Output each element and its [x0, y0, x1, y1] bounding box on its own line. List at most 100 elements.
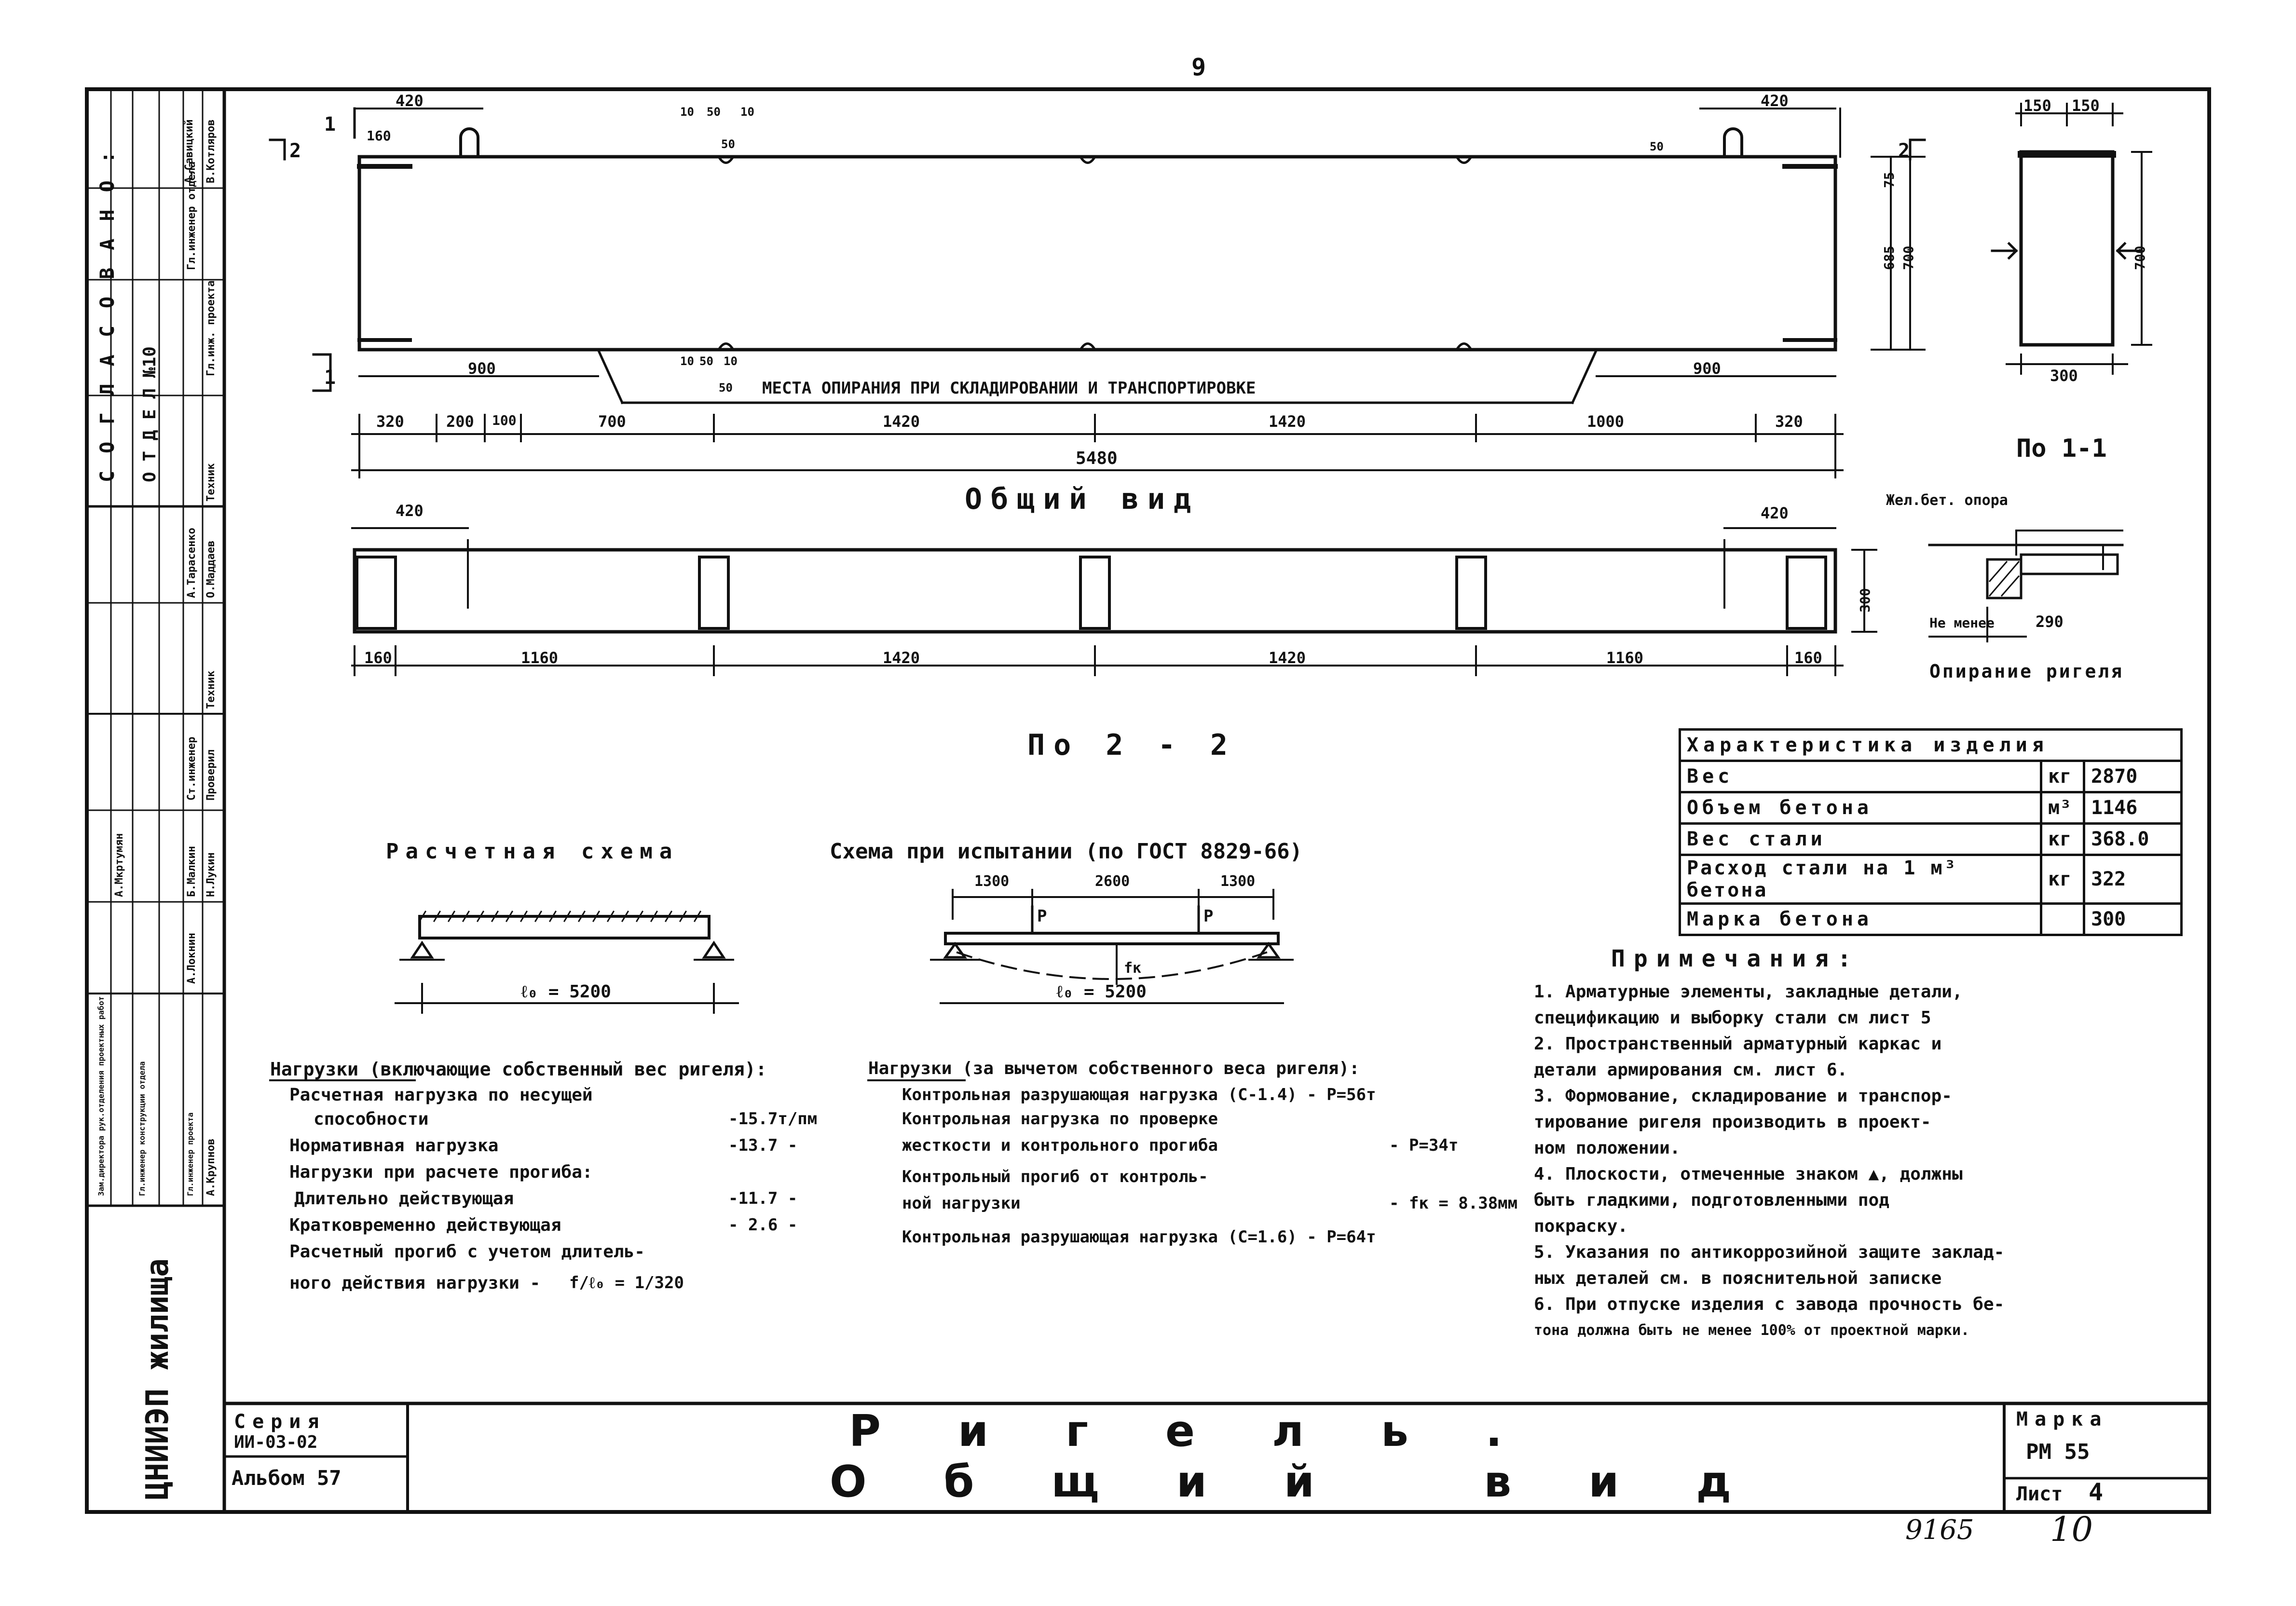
- approval-name-2: В.Котляров: [205, 119, 217, 183]
- section-mark-1-top: 1: [324, 113, 336, 136]
- sec11-label: По 1-1: [2016, 434, 2107, 463]
- plan-view-label: По 2 - 2: [1027, 728, 1236, 762]
- note-line-4: 3. Формование, складирование и транспор-: [1534, 1086, 1952, 1106]
- note-line-8: быть гладкими, подготовленными под: [1534, 1190, 1889, 1210]
- main-view-label: Общий вид: [965, 482, 1200, 516]
- main-dim-top-3: 10: [740, 105, 754, 119]
- plan-dim-bottom-5: 160: [1794, 649, 1822, 667]
- approval-name-5: Б.Малкин: [186, 846, 198, 897]
- loads-right-line-5: Контрольная разрушающая нагрузка (C=1.6)…: [902, 1227, 1376, 1247]
- approval-role-3: Техник: [205, 463, 217, 502]
- main-dim-top-8: 420: [1761, 92, 1789, 110]
- plan-dim-bottom-2: 1420: [883, 649, 920, 667]
- loads-left-line-7: ного действия нагрузки -: [289, 1273, 541, 1293]
- char-value-4: 300: [2083, 902, 2183, 936]
- main-height-0: 75: [1881, 172, 1897, 188]
- approval-dept: О Т Д Е Л №10: [140, 346, 160, 482]
- main-dim-bottom-4: 50: [719, 381, 733, 395]
- note-line-2: 2. Пространственный арматурный каркас и: [1534, 1034, 1942, 1054]
- album-label: Альбом 57: [232, 1466, 342, 1490]
- sec11-dim-1: 150: [2072, 96, 2100, 115]
- char-name-1: Объем бетона: [1679, 791, 2042, 825]
- note-line-7: 4. Плоскости, отмеченные знаком ▲, должн…: [1534, 1164, 1963, 1184]
- loads-left-line-3: Нагрузки при расчете прогиба:: [289, 1162, 593, 1182]
- main-dim-row2-6: 1000: [1587, 412, 1625, 431]
- note-line-9: покраску.: [1534, 1216, 1628, 1236]
- test-deflection: fк: [1124, 960, 1142, 977]
- test-dim-0: 1300: [974, 873, 1010, 890]
- char-name-2: Вес стали: [1679, 822, 2042, 856]
- main-dim-bottom-3: 10: [724, 354, 738, 368]
- approval-name-4: О.Маддаев: [205, 540, 217, 598]
- plan-dim-bottom-4: 1160: [1606, 649, 1644, 667]
- series-label: Серия: [234, 1411, 326, 1433]
- note-line-3: детали армирования см. лист 6.: [1534, 1060, 1848, 1080]
- main-dim-row2-0: 320: [376, 412, 404, 431]
- main-height-1: 685: [1881, 245, 1897, 270]
- main-dim-top-0: 420: [396, 92, 424, 110]
- loads-left-value-5: - 2.6 -: [728, 1215, 798, 1235]
- loads-right-line-4: ной нагрузки: [902, 1194, 1021, 1213]
- test-load-right: P: [1203, 907, 1214, 926]
- org-logo-text: ЦНИИЭП жилища: [140, 1258, 176, 1500]
- note-line-11: ных деталей см. в пояснительной записке: [1534, 1268, 1942, 1288]
- approval-role-2: Гл.инж. проекта: [205, 280, 217, 376]
- test-scheme-title: Схема при испытании (по ГОСТ 8829-66): [830, 839, 1303, 864]
- approval-lower-name-1: А.Крупнов: [205, 1138, 217, 1196]
- loads-left-value-7: f/ℓ₀ = 1/320: [569, 1273, 684, 1293]
- note-line-0: 1. Арматурные элементы, закладные детали…: [1534, 982, 1963, 1002]
- calc-scheme-span: ℓ₀ = 5200: [521, 982, 611, 1002]
- table-row: Объем бетона м³ 1146: [1679, 791, 2183, 825]
- loads-right-line-3: Контрольный прогиб от контроль-: [902, 1167, 1208, 1186]
- test-dim-1: 2600: [1095, 873, 1130, 890]
- loads-right-line-0: Контрольная разрушающая нагрузка (C-1.4)…: [902, 1085, 1376, 1104]
- bottom-number-left: 9165: [1905, 1514, 1974, 1546]
- loads-left-heading: Нагрузки (включающие собственный вес риг…: [270, 1059, 767, 1080]
- main-dim-row2-1: 200: [446, 412, 474, 431]
- note-line-1: спецификацию и выборку стали см лист 5: [1534, 1008, 1931, 1028]
- approval-name-7: А.Мкртумян: [113, 833, 125, 897]
- main-dim-bottom-1: 10: [680, 354, 694, 368]
- char-value-2: 368.0: [2083, 822, 2183, 856]
- section-mark-2-left: 2: [289, 140, 301, 162]
- main-height-2: 700: [1900, 245, 1916, 270]
- bottom-number-right: 10: [2050, 1510, 2093, 1549]
- char-value-3: 322: [2083, 854, 2183, 905]
- approval-lower-role-3: Гл.инженер проекта: [186, 1112, 195, 1196]
- sheet-title-line2: Общий вид: [830, 1456, 1808, 1507]
- test-load-left: P: [1037, 907, 1047, 926]
- main-dim-bottom-5: 900: [1693, 359, 1721, 378]
- main-dim-top-4: 50: [707, 105, 721, 119]
- note-line-5: тирование ригеля производить в проект-: [1534, 1112, 1931, 1132]
- table-row: Расход стали на 1 м³ бетона кг 322: [1679, 854, 2183, 905]
- support-caption: Опирание ригеля: [1929, 661, 2124, 682]
- characteristics-title: Характеристика изделия: [1679, 728, 2183, 762]
- plan-dim-bottom-0: 160: [364, 649, 392, 667]
- char-name-0: Вес: [1679, 760, 2042, 793]
- main-dim-top-2: 10: [680, 105, 694, 119]
- main-dim-bottom-0: 900: [468, 359, 496, 378]
- sheet-value: 4: [2089, 1478, 2104, 1506]
- loads-left-line-1: способности: [314, 1109, 429, 1129]
- loads-left-line-0: Расчетная нагрузка по несущей: [289, 1085, 593, 1105]
- main-dim-row2-5: 1420: [1269, 412, 1306, 431]
- approval-header: С О Г Л А С О В А Н О :: [96, 149, 119, 482]
- plan-side-dim: 300: [1857, 588, 1873, 612]
- loads-right-value-4: - fк = 8.38мм: [1389, 1194, 1518, 1213]
- page-number: 9: [1191, 53, 1206, 81]
- support-concrete-label: Жел.бет. опора: [1886, 492, 2008, 509]
- main-dim-bottom-2: 50: [699, 354, 713, 368]
- sec11-dim-0: 150: [2023, 96, 2051, 115]
- approval-name-1: А.Савицкий: [183, 119, 195, 183]
- loads-left-line-6: Расчетный прогиб с учетом длитель-: [289, 1242, 645, 1262]
- series-value: ИИ-03-02: [234, 1432, 318, 1452]
- loads-right-line-2: жесткости и контрольного прогиба: [902, 1136, 1218, 1155]
- notes-title: Примечания:: [1611, 945, 1860, 972]
- loads-left-line-2: Нормативная нагрузка: [289, 1136, 499, 1156]
- test-dim-2: 1300: [1220, 873, 1256, 890]
- loads-right-line-1: Контрольная нагрузка по проверке: [902, 1109, 1218, 1129]
- main-dim-row2-3: 700: [598, 412, 626, 431]
- note-line-10: 5. Указания по антикоррозийной защите за…: [1534, 1242, 2005, 1262]
- main-dim-row2-4: 1420: [883, 412, 920, 431]
